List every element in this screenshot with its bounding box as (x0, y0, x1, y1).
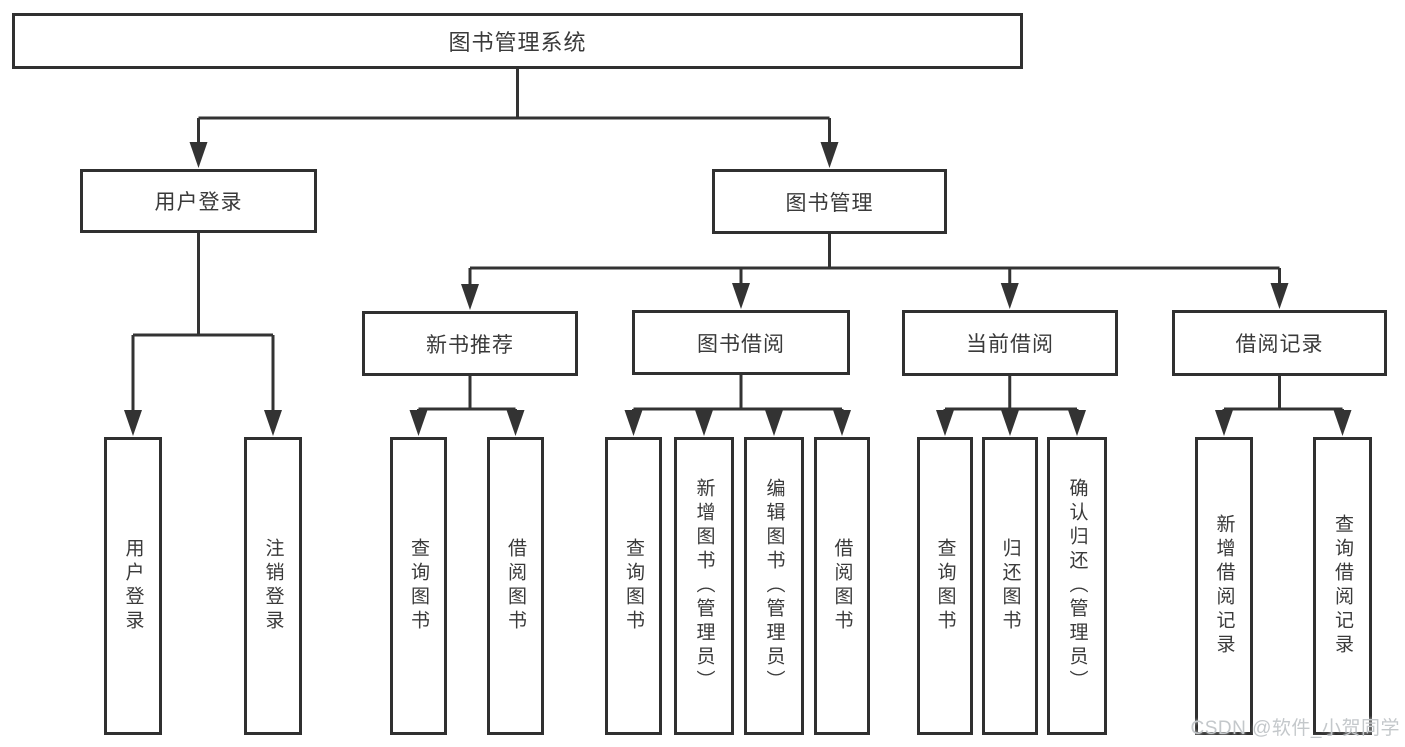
leaf-add-borrow-record: 新增借阅记录 (1195, 437, 1253, 735)
arrow-down-icon (1068, 410, 1086, 436)
node-book-borrowing: 图书借阅 (632, 310, 850, 375)
arrow-down-icon (820, 142, 839, 168)
node-library-system-root: 图书管理系统 (12, 13, 1023, 69)
arrow-down-icon (1001, 410, 1019, 436)
csdn-watermark: CSDN @软件_小贺同学 (1190, 718, 1400, 739)
arrow-down-icon (124, 410, 142, 436)
arrow-head-icons (124, 142, 1352, 436)
leaf-add-book-admin: 新增图书（管理员） (674, 437, 734, 735)
node-new-book-recommendation: 新书推荐 (362, 311, 578, 376)
leaf-edit-book-admin: 编辑图书（管理员） (744, 437, 804, 735)
leaf-borrow-books-borrowing: 借阅图书 (814, 437, 870, 735)
arrow-down-icon (264, 410, 282, 436)
arrow-down-icon (833, 410, 851, 436)
arrow-down-icon (765, 410, 783, 436)
node-borrowing-records: 借阅记录 (1172, 310, 1387, 376)
leaf-query-books-current: 查询图书 (917, 437, 973, 735)
arrow-down-icon (732, 283, 750, 309)
arrow-down-icon (506, 410, 525, 436)
leaf-query-books-recommend: 查询图书 (390, 437, 447, 735)
arrow-down-icon (461, 284, 479, 310)
node-current-borrowing: 当前借阅 (902, 310, 1118, 376)
leaf-query-borrow-record: 查询借阅记录 (1313, 437, 1372, 735)
arrow-down-icon (189, 142, 208, 168)
arrow-down-icon (936, 410, 954, 436)
leaf-return-book: 归还图书 (982, 437, 1038, 735)
leaf-borrow-books-recommend: 借阅图书 (487, 437, 544, 735)
node-user-login: 用户登录 (80, 169, 317, 233)
leaf-logout: 注销登录 (244, 437, 302, 735)
arrow-down-icon (409, 410, 428, 436)
arrow-down-icon (1000, 283, 1019, 309)
arrow-down-icon (1215, 410, 1233, 436)
leaf-query-books-borrowing: 查询图书 (605, 437, 662, 735)
node-book-management: 图书管理 (712, 169, 947, 234)
connector-lines (131, 69, 1344, 414)
leaf-confirm-return-admin: 确认归还（管理员） (1047, 437, 1107, 735)
arrow-down-icon (1333, 410, 1352, 436)
leaf-user-login: 用户登录 (104, 437, 162, 735)
arrow-down-icon (624, 410, 643, 436)
arrow-down-icon (695, 410, 713, 436)
arrow-down-icon (1270, 283, 1289, 309)
